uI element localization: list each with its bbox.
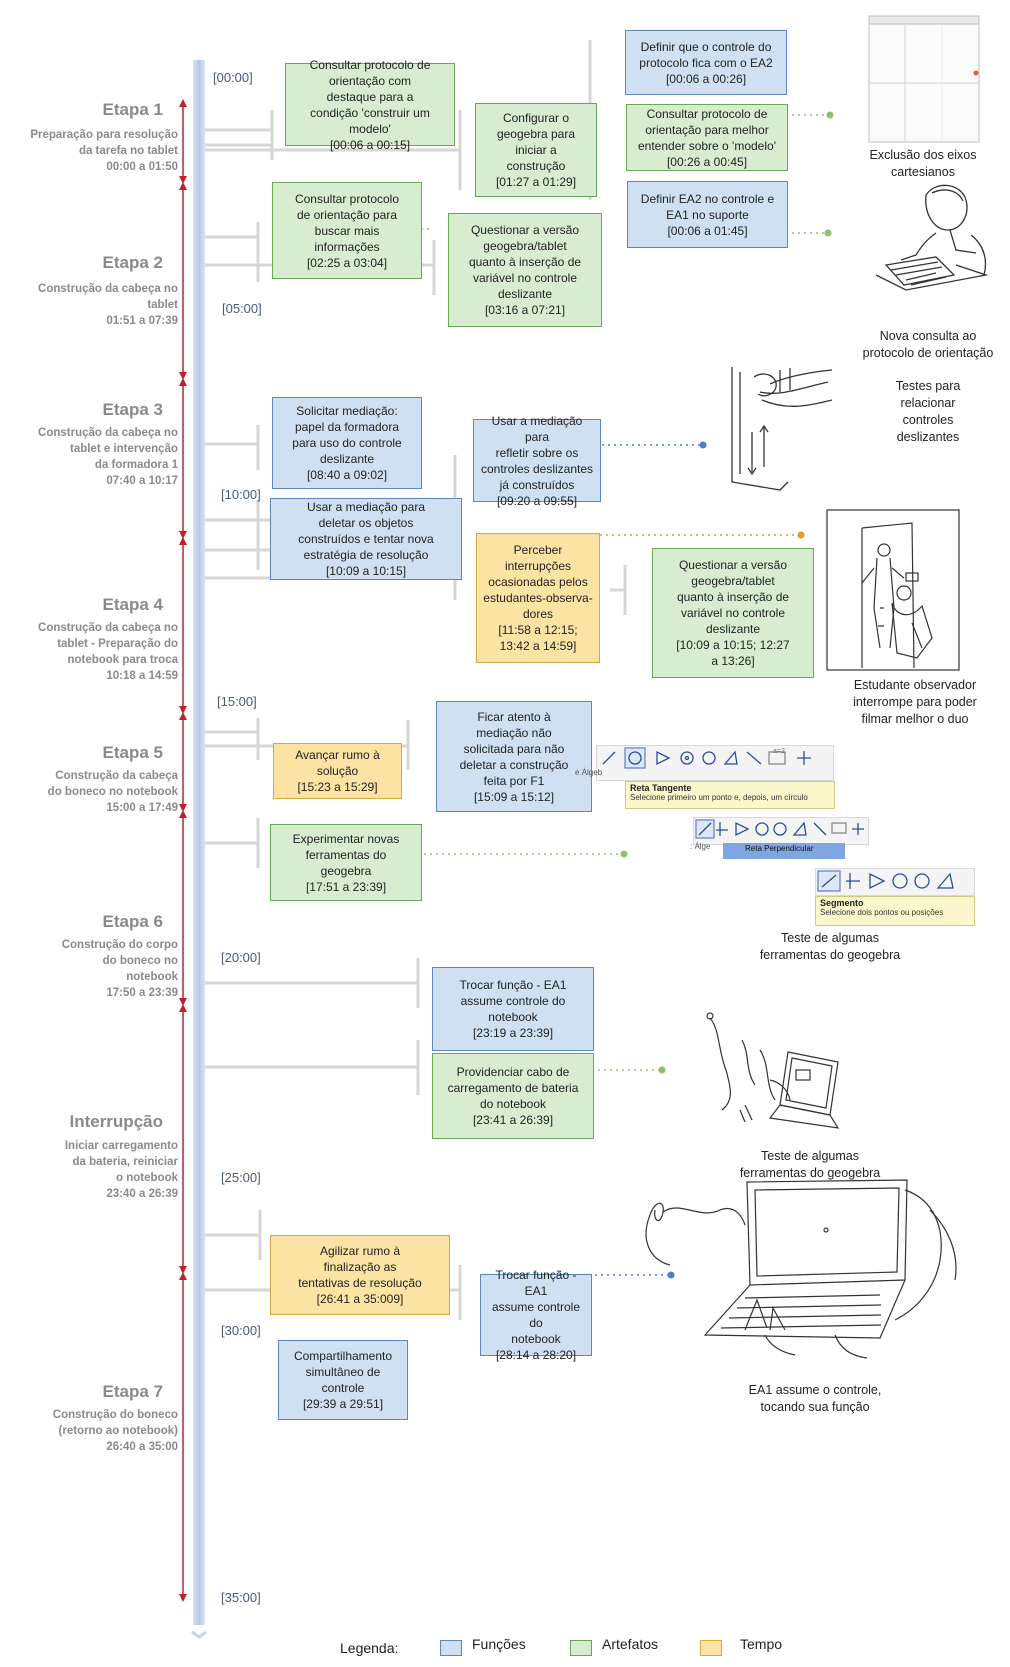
artifact-box-charger-cable: Providenciar cabo de carregamento de bat… (432, 1053, 594, 1139)
stage-3-desc: Construção da cabeça no tablet e interve… (38, 427, 178, 487)
stage-1-desc: Preparação para resolução da tarefa no t… (30, 129, 178, 173)
stage-4-desc: Construção da cabeça no tablet - Prepara… (38, 622, 178, 682)
artifact-box-experiment-tools: Experimentar novas ferramentas do geogeb… (270, 824, 422, 901)
timeline-bar (193, 60, 205, 1625)
tool-icons-2 (695, 819, 864, 839)
stage-3-title: Etapa 3 (102, 400, 163, 419)
arrow-heads (179, 99, 187, 1602)
caption-tools-test-1: Teste de algumas ferramentas do geogebra (759, 931, 901, 962)
sketch-observer-interrupts (826, 509, 960, 671)
legend-label-funcoes: Funções (472, 1636, 526, 1652)
function-box-protocol-control: Definir que o controle do protocolo fica… (625, 30, 787, 95)
stage-2-title: Etapa 2 (102, 253, 163, 272)
algebra-label-1: e Álgeb (575, 768, 603, 777)
stage-7-title: Etapa 7 (102, 1382, 163, 1401)
caption-protocol-consult: Nova consulta ao protocolo de orientação (862, 329, 994, 360)
link-dots (620, 111, 834, 1279)
tick-35: [35:00] (221, 1590, 261, 1605)
artifact-box-consult-protocol: Consultar protocolo de orientação com de… (285, 58, 455, 152)
tooltip-reta-tangente: Reta Tangente Selecione primeiro um pont… (625, 781, 835, 809)
geogebra-toolbar-2 (693, 817, 869, 845)
tick-05: [05:00] (222, 301, 262, 316)
function-box-reflect-controls: Usar a mediação para refletir sobre os c… (473, 414, 601, 508)
legend-swatch-funcoes (440, 1640, 462, 1656)
tooltip-segmento: Segmento Selecione dois pontos ou posiçõ… (815, 896, 975, 926)
stage-2-desc: Construção da cabeça no tablet 01:51 a 0… (38, 283, 178, 327)
tooltip-1-title: Reta Tangente (630, 783, 692, 793)
function-box-request-mediation: Solicitar mediação: papel da formadora p… (272, 397, 422, 489)
caption-tools-test-2: Teste de algumas ferramentas do geogebra (739, 1149, 881, 1180)
legend-swatch-artefatos (570, 1640, 592, 1656)
sketch-protocol-consult (875, 184, 989, 291)
stage-6-title: Etapa 6 (102, 912, 163, 931)
time-box-speed-up: Agilizar rumo à finalização as tentativa… (270, 1235, 450, 1315)
tooltip-1-text: Selecione primeiro um ponto e, depois, u… (630, 793, 808, 802)
stage-5-desc: Construção da cabeça do boneco no notebo… (47, 770, 178, 814)
tooltip-3-title: Segmento (820, 898, 864, 908)
menu-item-label: Reta Perpendicular (745, 844, 814, 853)
interruption-desc: Iniciar carregamento da bateria, reinici… (64, 1140, 178, 1200)
caption-axes-removed: Exclusão dos eixos cartesianos (869, 148, 977, 179)
function-box-define-ea2: Definir EA2 no controle e EA1 no suporte… (627, 181, 788, 248)
sketch-laptop-hands (645, 1179, 957, 1359)
geogebra-toolbar-1: e Álgeb a=2 (575, 745, 834, 781)
tick-25: [25:00] (221, 1170, 261, 1185)
timeline-chevron (191, 1630, 207, 1639)
function-box-watch-mediation: Ficar atento à mediação não solicitada p… (436, 701, 592, 812)
caption-ea1-control: EA1 assume o controle, tocando sua funçã… (748, 1383, 882, 1414)
legend-title: Legenda: (340, 1640, 399, 1656)
function-box-swap-role-1: Trocar função - EA1 assume controle do n… (432, 967, 594, 1051)
time-box-advance-solution: Avançar rumo à solução [15:23 a 15:29] (273, 743, 402, 799)
artifact-box-question-version-1: Questionar a versão geogebra/tablet quan… (448, 213, 602, 327)
artifact-box-question-version-2: Questionar a versão geogebra/tablet quan… (652, 548, 814, 678)
tick-00: [00:00] (213, 70, 253, 85)
tooltip-3-text: Selecione dois pontos ou posições (820, 908, 944, 917)
artifact-box-consult-model: Consultar protocolo de orientação para m… (626, 104, 788, 171)
legend-label-tempo: Tempo (740, 1636, 783, 1652)
legend-swatch-tempo (700, 1640, 722, 1656)
legend-label-artefatos: Artefatos (602, 1636, 659, 1652)
menu-reta-perpendicular: Reta Perpendicular (723, 843, 845, 859)
stage-7-desc: Construção do boneco (retorno ao noteboo… (52, 1409, 178, 1453)
stage-5-title: Etapa 5 (102, 743, 163, 762)
tick-20: [20:00] (221, 950, 261, 965)
stage-4-title: Etapa 4 (102, 595, 163, 614)
tick-10: [10:00] (221, 487, 261, 502)
stage-6-desc: Construção do corpo do boneco no noteboo… (61, 939, 178, 999)
time-box-perceive-interruptions: Perceber interrupções ocasionadas pelos … (476, 533, 600, 663)
function-box-shared-control: Compartilhamento simultâneo de controle … (278, 1340, 408, 1420)
function-box-swap-role-2: Trocar função - EA1 assume controle do n… (480, 1268, 592, 1362)
interruption-title: Interrupção (69, 1112, 163, 1131)
sketch-tablet-slider (731, 367, 833, 491)
tick-30: [30:00] (221, 1323, 261, 1338)
artifact-box-consult-info: Consultar protocolo de orientação para b… (272, 182, 422, 279)
tool-icons-3 (817, 870, 954, 892)
tool-icons-1 (602, 747, 811, 769)
geogebra-toolbar-3 (815, 868, 975, 896)
algebra-label-2: : Álge (690, 842, 711, 851)
function-box-delete-objects: Usar a mediação para deletar os objetos … (270, 498, 462, 580)
stage-1-title: Etapa 1 (102, 100, 163, 119)
caption-slider-tests: Testes para relacionar controles desliza… (895, 379, 961, 444)
tick-15: [15:00] (217, 694, 257, 709)
sketch-cartesian-screen (868, 15, 980, 143)
slider-label-1: a=2 (773, 748, 785, 755)
artifact-box-configure-geogebra: Configurar o geogebra para iniciar a con… (475, 103, 597, 197)
caption-observer: Estudante observador interrompe para pod… (853, 678, 977, 726)
sketch-laptop-cable (706, 1012, 840, 1129)
